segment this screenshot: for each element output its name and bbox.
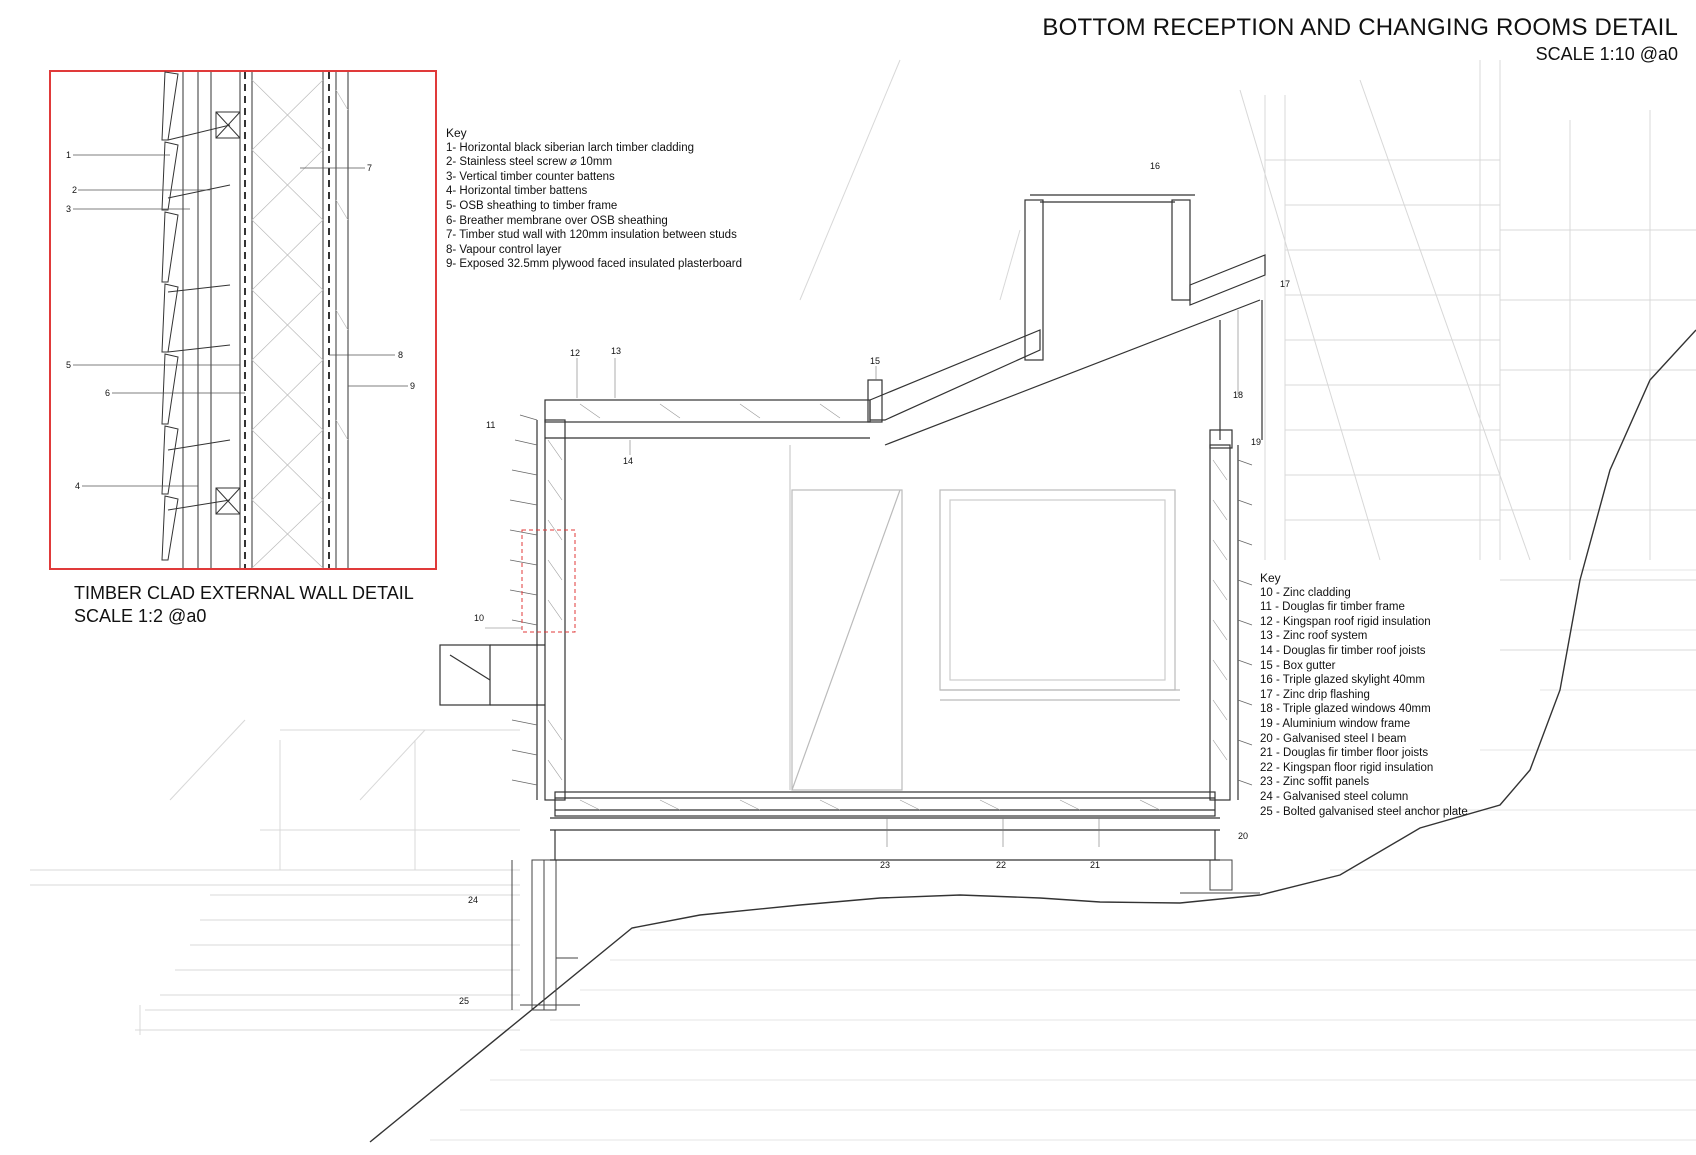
insulation-hatch	[547, 403, 1228, 811]
callout-9: 9	[410, 381, 416, 391]
key-item: 20 - Galvanised steel I beam	[1260, 732, 1407, 745]
callout-5: 5	[66, 360, 72, 370]
callout-12: 12	[570, 348, 581, 358]
key-item: 17 - Zinc drip flashing	[1260, 688, 1370, 701]
inset-title: TIMBER CLAD EXTERNAL WALL DETAIL	[74, 583, 414, 603]
key-item: 14 - Douglas fir timber roof joists	[1260, 644, 1426, 657]
callout-4: 4	[75, 481, 81, 491]
detail-reference-box	[521, 529, 576, 633]
key-item: 19 - Aluminium window frame	[1260, 717, 1411, 730]
key-item: 24 - Galvanised steel column	[1260, 790, 1409, 803]
key-heading: Key	[1260, 571, 1281, 585]
key-item: 5- OSB sheathing to timber frame	[446, 199, 618, 212]
callout-10: 10	[474, 613, 485, 623]
steel-columns	[511, 859, 1260, 1011]
callout-20: 20	[1238, 831, 1249, 841]
wall-detail-key: Key 1- Horizontal black siberian larch t…	[446, 126, 742, 272]
callout-13: 13	[611, 346, 622, 356]
key-item: 1- Horizontal black siberian larch timbe…	[446, 141, 695, 154]
callout-24: 24	[468, 895, 479, 905]
callout-22: 22	[996, 860, 1007, 870]
key-item: 3- Vertical timber counter battens	[446, 170, 615, 183]
key-item: 4- Horizontal timber battens	[446, 185, 588, 198]
key-item: 6- Breather membrane over OSB sheathing	[446, 214, 668, 227]
callout-8: 8	[398, 350, 404, 360]
callout-18: 18	[1233, 390, 1244, 400]
timber-cladding	[509, 414, 1253, 786]
building-key: Key 10 - Zinc cladding 11 - Douglas fir …	[1260, 571, 1468, 819]
key-item: 12 - Kingspan roof rigid insulation	[1260, 615, 1431, 628]
key-item: 18 - Triple glazed windows 40mm	[1260, 703, 1431, 716]
callout-leaders	[485, 310, 1239, 847]
callout-1: 1	[66, 150, 72, 160]
key-item: 8- Vapour control layer	[446, 243, 562, 256]
callout-25: 25	[459, 996, 470, 1006]
callout-6: 6	[105, 388, 111, 398]
inset-caption-block: TIMBER CLAD EXTERNAL WALL DETAIL SCALE 1…	[74, 582, 414, 628]
drawing-title-block: BOTTOM RECEPTION AND CHANGING ROOMS DETA…	[1042, 14, 1678, 65]
inset-wall-detail	[49, 70, 437, 570]
key-item: 23 - Zinc soffit panels	[1260, 776, 1370, 789]
key-item: 13 - Zinc roof system	[1260, 630, 1368, 643]
callout-11: 11	[486, 420, 496, 430]
ground-line	[369, 329, 1696, 1143]
terrain-hatch	[430, 569, 1696, 1141]
callout-7: 7	[367, 163, 373, 173]
key-heading: Key	[446, 126, 467, 140]
key-item: 21 - Douglas fir timber floor joists	[1260, 747, 1429, 760]
callout-17: 17	[1280, 279, 1291, 289]
callout-23: 23	[880, 860, 891, 870]
drawing-scale: SCALE 1:10 @a0	[1535, 44, 1678, 64]
key-item: 15 - Box gutter	[1260, 659, 1336, 672]
key-item: 9- Exposed 32.5mm plywood faced insulate…	[446, 258, 742, 271]
background-staircase	[30, 59, 1696, 1035]
callout-15: 15	[870, 356, 881, 366]
callout-21: 21	[1090, 860, 1101, 870]
building-section	[439, 194, 1266, 861]
key-item: 7- Timber stud wall with 120mm insulatio…	[446, 229, 737, 242]
drawing-title: BOTTOM RECEPTION AND CHANGING ROOMS DETA…	[1042, 14, 1678, 41]
key-item: 11 - Douglas fir timber frame	[1260, 601, 1405, 614]
callout-16: 16	[1150, 161, 1161, 171]
key-item: 25 - Bolted galvanised steel anchor plat…	[1260, 805, 1468, 818]
callout-2: 2	[72, 185, 78, 195]
key-item: 16 - Triple glazed skylight 40mm	[1260, 674, 1425, 687]
callout-14: 14	[623, 456, 634, 466]
key-item: 22 - Kingspan floor rigid insulation	[1260, 761, 1434, 774]
key-item: 10 - Zinc cladding	[1260, 586, 1351, 599]
callout-3: 3	[66, 204, 72, 214]
inset-scale: SCALE 1:2 @a0	[74, 606, 207, 626]
callout-19: 19	[1251, 437, 1262, 447]
key-item: 2- Stainless steel screw ⌀ 10mm	[446, 156, 613, 169]
